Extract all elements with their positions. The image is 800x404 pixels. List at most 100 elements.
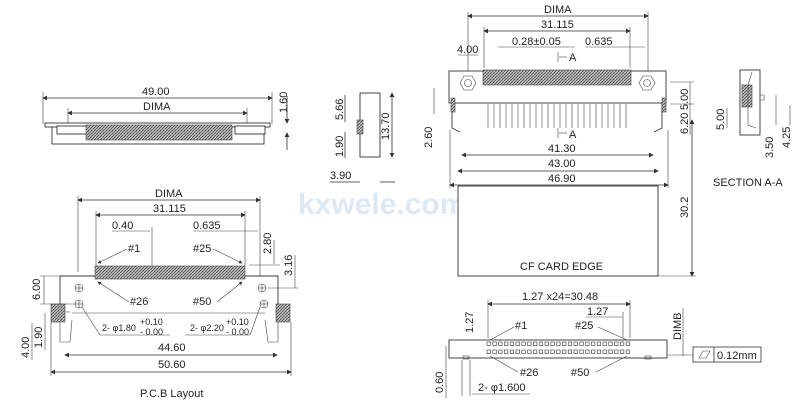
pin-pad: [509, 349, 515, 354]
pcb-pin-50: #50: [193, 296, 211, 308]
section-view: 5.00 3.50 4.25 SECTION A-A: [713, 69, 793, 189]
pin-pad: [591, 349, 596, 354]
pin-pad: [521, 341, 526, 346]
pin-pad: [486, 349, 491, 354]
pcb-dim-6-00: 6.00: [31, 279, 43, 300]
bottom-view: 1.27 x24=30.48 1.27 1.27 DIMB #1 #25 #26…: [434, 291, 762, 398]
bottom-peg: 2- φ1.600: [478, 382, 526, 394]
pin-pad: [486, 341, 491, 346]
pin-pad: [533, 341, 538, 346]
card-length: 30.2: [679, 197, 691, 218]
pin-pad: [602, 349, 607, 354]
flatness-value: 0.12mm: [717, 350, 757, 362]
cf-card-outline: [457, 185, 659, 277]
cf-card-edge-label: CF CARD EDGE: [520, 261, 603, 273]
pin-pad: [585, 341, 590, 346]
pin-pad: [579, 349, 584, 354]
pcb-hole-right-tol-minus: - 0.00: [226, 327, 249, 337]
pcb-pitch-span: 31.115: [153, 203, 186, 215]
pin-pad: [585, 349, 590, 354]
pcb-dim-2-80: 2.80: [262, 233, 274, 254]
top-pin-width: 0.28±0.05: [512, 36, 561, 48]
pcb-hole-left: 2- φ1.80: [102, 323, 136, 333]
pin-pad: [614, 341, 619, 346]
section-dim-5-00: 5.00: [715, 109, 727, 130]
top-dima: DIMA: [544, 4, 572, 16]
pin-pad: [567, 349, 573, 354]
pin-pad: [625, 349, 631, 354]
pin-pad: [521, 349, 526, 354]
pcb-pin-26: #26: [130, 296, 148, 308]
section-mark-top: A: [569, 52, 577, 64]
pin-pad: [504, 341, 509, 346]
side-view: 5.66 1.90 13.70 3.90: [330, 92, 395, 183]
bottom-pin-50: #50: [571, 367, 589, 379]
pin-pad: [591, 341, 596, 346]
top-dim-5-00: 5.00: [679, 89, 691, 110]
pcb-pad-row: [94, 265, 246, 280]
side-lower: 1.90: [334, 136, 346, 157]
pin-pad: [498, 349, 503, 354]
pin-pad: [567, 341, 573, 346]
top-pitch-span: 31.115: [541, 19, 574, 31]
pin-pad: [620, 349, 625, 354]
top-width-46-90: 46.90: [548, 173, 576, 185]
pin-pad: [614, 349, 619, 354]
pcb-dim-3-16: 3.16: [283, 255, 295, 276]
bottom-pin-1: #1: [515, 320, 527, 332]
pcb-inner-width: 44.60: [158, 342, 186, 354]
pin-pad: [492, 349, 497, 354]
pin-pad: [579, 341, 584, 346]
front-height: 1.60: [278, 92, 290, 113]
pin-pad: [608, 341, 613, 346]
top-width-41-30: 41.30: [548, 143, 576, 155]
top-offset: 0.635: [585, 36, 613, 48]
flatness-icon: [698, 350, 711, 359]
pcb-offset: 0.635: [193, 220, 221, 232]
section-dim-3-50: 3.50: [764, 137, 776, 158]
pin-pad: [556, 341, 561, 346]
pcb-dima: DIMA: [155, 188, 183, 200]
bottom-pin-25: #25: [575, 320, 593, 332]
pin-pad: [527, 349, 532, 354]
bottom-pin-grid: [486, 341, 631, 354]
pin-pad: [596, 341, 602, 346]
pin-pad: [550, 341, 555, 346]
top-pin-row: [482, 69, 632, 86]
pin-pad: [562, 349, 567, 354]
top-view: DIMA 31.115 4.00 0.28±0.05 0.635 A A 5.0…: [423, 4, 696, 277]
top-width-43-00: 43.00: [548, 158, 576, 170]
pcb-hole-left-tol-minus: - 0.00: [140, 327, 163, 337]
bottom-pin-26: #26: [520, 367, 538, 379]
pin-pad: [602, 341, 607, 346]
pin-pad: [625, 341, 631, 346]
pcb-hole-left-tol-plus: +0.10: [140, 317, 163, 327]
pin-row: [85, 124, 233, 141]
side-depth: 3.90: [330, 170, 351, 182]
pcb-layout-view: DIMA 31.115 0.40 0.635 #1 #25 #26 #50 2.…: [20, 188, 298, 400]
top-hole-dist: 4.00: [457, 44, 478, 56]
front-view: 49.00 DIMA 1.60: [42, 86, 290, 150]
pin-pad: [515, 341, 520, 346]
pin-pad: [550, 349, 555, 354]
pin-pad: [492, 341, 497, 346]
pcb-pin-25: #25: [193, 243, 211, 255]
section-mark-bottom: A: [569, 129, 577, 141]
pcb-dim-4-00: 4.00: [20, 337, 32, 358]
pin-pad: [596, 349, 602, 354]
pin-pad: [573, 341, 578, 346]
bottom-dim-0-60: 0.60: [434, 372, 446, 393]
pin-pad: [515, 349, 520, 354]
pcb-hole-right: 2- φ2.20: [190, 323, 224, 333]
side-height: 13.70: [380, 112, 392, 140]
pcb-outer-width: 50.60: [158, 359, 186, 371]
watermark: kxwele.com: [298, 188, 466, 221]
top-dim-2-60: 2.60: [423, 127, 435, 148]
pin-pad: [562, 341, 567, 346]
pin-pad: [509, 341, 515, 346]
flatness-tolerance-box: 0.12mm: [668, 346, 762, 363]
side-upper: 5.66: [334, 99, 346, 120]
section-title: SECTION A-A: [713, 177, 783, 189]
pcb-layout-title: P.C.B Layout: [140, 388, 203, 400]
